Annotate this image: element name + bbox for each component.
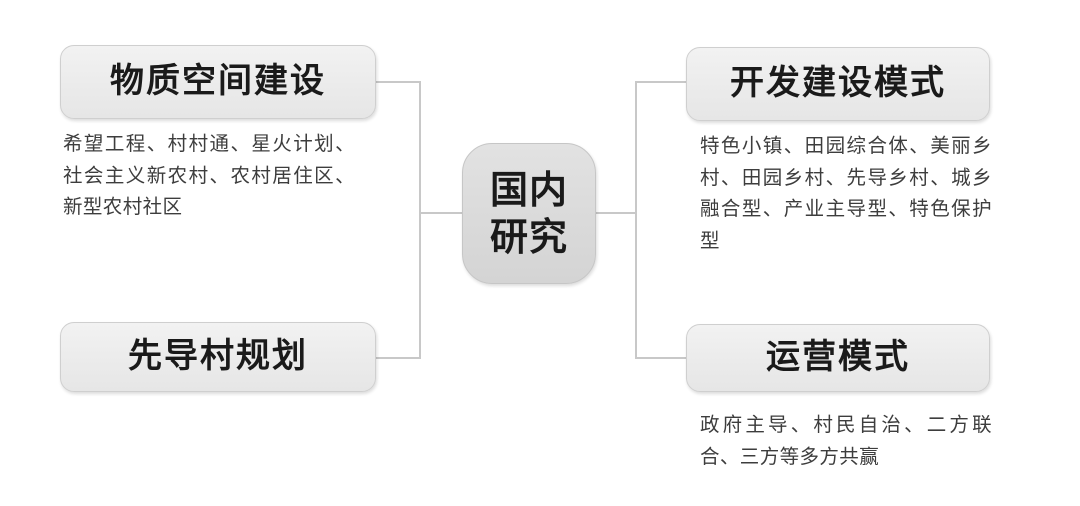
branch-description-bottom-right: 政府主导、村民自治、二方联合、三方等多方共赢	[700, 413, 992, 468]
branch-description-top-right: 特色小镇、田园综合体、美丽乡村、田园乡村、先导乡村、城乡融合型、产业主导型、特色…	[700, 134, 992, 252]
branch-node-top-left[interactable]: 物质空间建设	[60, 45, 376, 119]
branch-node-bottom-right[interactable]: 运营模式	[686, 324, 990, 392]
center-node[interactable]: 国内 研究	[462, 143, 596, 284]
center-node-label: 国内 研究	[490, 167, 568, 260]
center-node-line2: 研究	[489, 214, 568, 259]
center-node-line1: 国内	[489, 168, 568, 213]
branch-description-top-left: 希望工程、村村通、星火计划、社会主义新农村、农村居住区、新型农村社区	[63, 132, 355, 219]
branch-node-bottom-left[interactable]: 先导村规划	[60, 322, 376, 392]
branch-node-top-right[interactable]: 开发建设模式	[686, 47, 990, 121]
